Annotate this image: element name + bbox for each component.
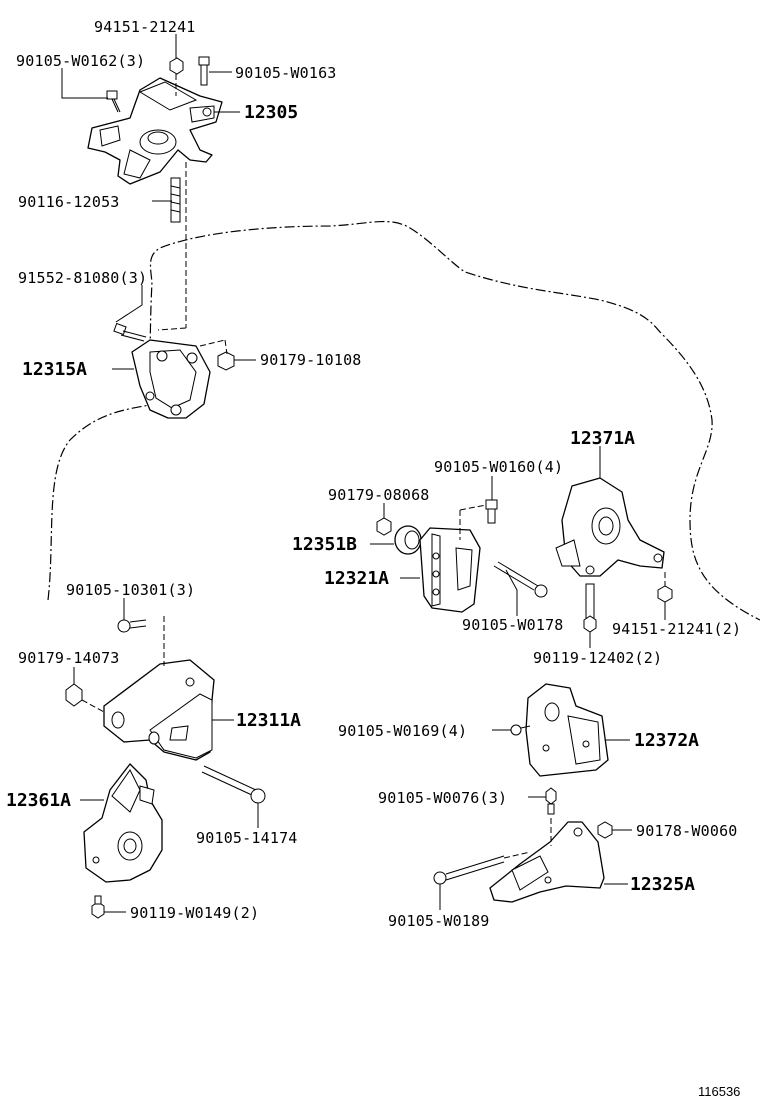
bolt-90105-W0189 bbox=[433, 855, 505, 885]
bracket-12325A bbox=[489, 821, 605, 903]
callout-94151-21241-top: 94151-21241 bbox=[94, 18, 196, 36]
callout-90178-W0060: 90178-W0060 bbox=[636, 822, 738, 840]
nut-90179-10108 bbox=[217, 351, 235, 371]
bolt-90119-W0149 bbox=[91, 895, 105, 919]
callout-90105-W0178: 90105-W0178 bbox=[462, 616, 564, 634]
callout-12305: 12305 bbox=[244, 102, 298, 123]
callout-90105-W0162: 90105-W0162(3) bbox=[16, 52, 145, 70]
bolt-90105-W0160 bbox=[485, 499, 498, 524]
callout-12321A: 12321A bbox=[324, 568, 389, 589]
callout-90105-W0163: 90105-W0163 bbox=[235, 64, 337, 82]
callout-90119-12402: 90119-12402(2) bbox=[533, 649, 662, 667]
callout-90105-14174: 90105-14174 bbox=[196, 829, 298, 847]
callout-90119-W0149: 90119-W0149(2) bbox=[130, 904, 259, 922]
callout-12372A: 12372A bbox=[634, 730, 699, 751]
bolt-90105-W0162 bbox=[106, 90, 121, 113]
callout-12371A: 12371A bbox=[570, 428, 635, 449]
nut-94151-21241-2 bbox=[657, 585, 673, 603]
nut-90179-14073 bbox=[65, 683, 83, 707]
nut-90178-W0060 bbox=[597, 821, 613, 839]
bracket-12311A bbox=[103, 659, 215, 761]
callout-90105-W0189: 90105-W0189 bbox=[388, 912, 490, 930]
callout-12325A: 12325A bbox=[630, 874, 695, 895]
bolt-91552-81080 bbox=[113, 322, 147, 342]
callout-90116-12053: 90116-12053 bbox=[18, 193, 120, 211]
bracket-12315A bbox=[131, 339, 211, 419]
callout-12361A: 12361A bbox=[6, 790, 71, 811]
callout-90179-08068: 90179-08068 bbox=[328, 486, 430, 504]
mount-12361A bbox=[83, 763, 163, 883]
nut-90179-08068 bbox=[376, 517, 392, 536]
bracket-12372A bbox=[525, 683, 609, 777]
callout-90105-W0169: 90105-W0169(4) bbox=[338, 722, 467, 740]
bolt-90105-W0163 bbox=[198, 56, 210, 86]
bolt-90105-W0178 bbox=[493, 561, 548, 598]
callout-12351B: 12351B bbox=[292, 534, 357, 555]
mount-12371A bbox=[555, 477, 665, 577]
bolt-90105-10301 bbox=[117, 619, 147, 633]
callout-12311A: 12311A bbox=[236, 710, 301, 731]
callout-12315A: 12315A bbox=[22, 359, 87, 380]
bolt-90105-14174 bbox=[201, 765, 266, 804]
bolt-90119-12402 bbox=[583, 583, 597, 633]
engine-outline bbox=[47, 220, 760, 621]
nut-94151-21241-top bbox=[169, 57, 184, 75]
stud-90116-12053 bbox=[170, 177, 181, 223]
callout-90179-14073: 90179-14073 bbox=[18, 649, 120, 667]
callout-91552-81080: 91552-81080(3) bbox=[18, 269, 147, 287]
engine-mount-12305 bbox=[87, 77, 223, 185]
callout-90179-10108: 90179-10108 bbox=[260, 351, 362, 369]
callout-90105-W0160: 90105-W0160(4) bbox=[434, 458, 563, 476]
callout-94151-21241-2: 94151-21241(2) bbox=[612, 620, 741, 638]
bolt-90105-W0076 bbox=[545, 787, 557, 815]
callout-90105-W0076: 90105-W0076(3) bbox=[378, 789, 507, 807]
leader-lines bbox=[61, 34, 666, 913]
stopper-12351B bbox=[394, 525, 422, 555]
bracket-12321A bbox=[419, 527, 481, 613]
callout-90105-10301: 90105-10301(3) bbox=[66, 581, 195, 599]
illustration-number: 116536 bbox=[698, 1084, 740, 1099]
